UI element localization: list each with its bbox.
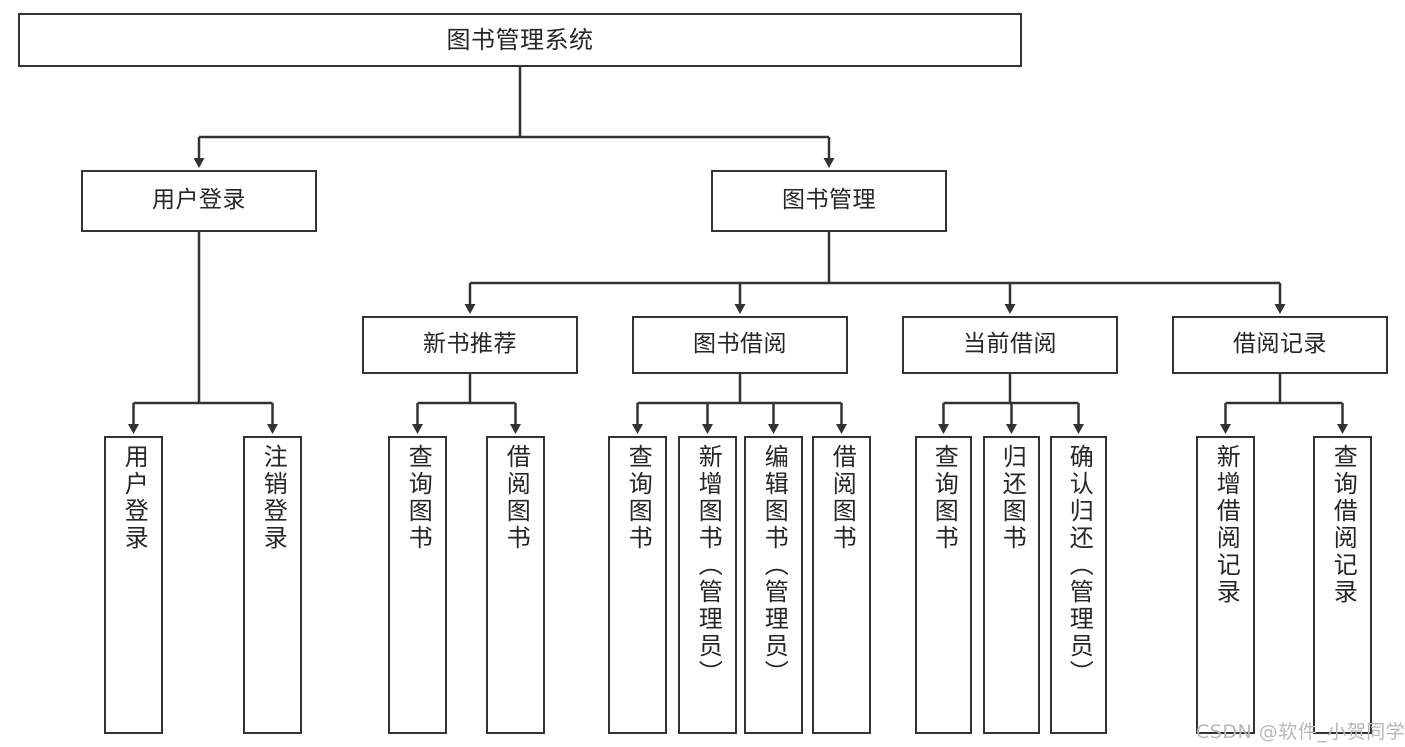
node-leaf-confirm-ret[interactable]: 确认归还（管理员） <box>1050 436 1107 734</box>
node-label: 查询图书 <box>404 444 433 552</box>
node-label: 编辑图书（管理员） <box>760 444 789 687</box>
node-leaf-borrow-book[interactable]: 借阅图书 <box>812 436 871 734</box>
node-login[interactable]: 用户登录 <box>81 170 317 232</box>
node-leaf-add-record[interactable]: 新增借阅记录 <box>1196 436 1255 734</box>
node-leaf-edit-book[interactable]: 编辑图书（管理员） <box>744 436 803 734</box>
node-leaf-login[interactable]: 用户登录 <box>104 436 163 734</box>
node-borrow[interactable]: 图书借阅 <box>632 316 848 374</box>
node-label: 图书借阅 <box>693 331 787 358</box>
node-leaf-query-cur[interactable]: 查询图书 <box>915 436 972 734</box>
node-label: 当前借阅 <box>963 331 1057 358</box>
node-label: 借阅图书 <box>502 444 531 552</box>
node-records[interactable]: 借阅记录 <box>1172 316 1388 374</box>
node-bookmgmt[interactable]: 图书管理 <box>711 170 947 232</box>
node-leaf-query-book[interactable]: 查询图书 <box>608 436 667 734</box>
node-label: 查询图书 <box>930 444 959 552</box>
node-label: 新增借阅记录 <box>1212 444 1241 606</box>
node-label: 查询借阅记录 <box>1329 444 1358 606</box>
node-leaf-query-new[interactable]: 查询图书 <box>388 436 447 734</box>
node-leaf-borrow-new[interactable]: 借阅图书 <box>486 436 545 734</box>
node-label: 查询图书 <box>624 444 653 552</box>
node-label: 用户登录 <box>120 444 149 552</box>
node-leaf-return-book[interactable]: 归还图书 <box>983 436 1040 734</box>
node-root[interactable]: 图书管理系统 <box>18 13 1022 67</box>
node-label: 新增图书（管理员） <box>694 444 723 687</box>
node-label: 归还图书 <box>998 444 1027 552</box>
node-leaf-logout[interactable]: 注销登录 <box>243 436 302 734</box>
node-leaf-query-record[interactable]: 查询借阅记录 <box>1313 436 1372 734</box>
node-label: 新书推荐 <box>423 331 517 358</box>
node-label: 图书管理系统 <box>446 25 594 54</box>
node-label: 图书管理 <box>782 187 876 214</box>
node-label: 借阅记录 <box>1233 331 1327 358</box>
node-label: 用户登录 <box>152 187 246 214</box>
node-newbook[interactable]: 新书推荐 <box>362 316 578 374</box>
watermark: CSDN @软件_小贺同学 <box>1196 721 1405 743</box>
node-current[interactable]: 当前借阅 <box>902 316 1118 374</box>
node-label: 借阅图书 <box>828 444 857 552</box>
node-label: 确认归还（管理员） <box>1065 444 1094 687</box>
node-leaf-add-book[interactable]: 新增图书（管理员） <box>678 436 737 734</box>
node-label: 注销登录 <box>259 444 288 552</box>
